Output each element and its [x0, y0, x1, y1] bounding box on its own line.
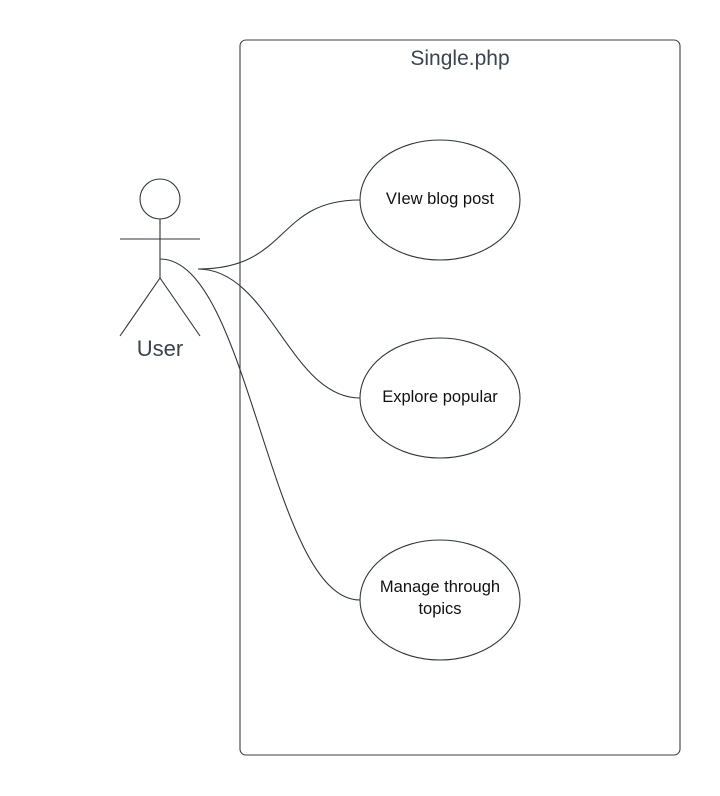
use-case-ellipse [359, 337, 521, 459]
association-view [197, 199, 361, 270]
use-case-manage-through-topics: Manage through topics [359, 539, 521, 661]
use-case-label-line-2: topics [418, 600, 461, 618]
system-title: Single.php [410, 47, 509, 70]
use-case-view-blog-post: VIew blog post [359, 139, 521, 261]
use-case-ellipse [359, 539, 521, 661]
actor-label: User [137, 336, 183, 361]
actor-right-leg [159, 277, 201, 337]
actor-head [139, 178, 181, 220]
association-explore [197, 268, 361, 399]
use-case-explore-popular: Explore popular [359, 337, 521, 459]
association-manage [159, 258, 361, 601]
use-case-label: VIew blog post [386, 190, 495, 208]
actor-user: User [119, 178, 201, 361]
actor-left-leg [119, 277, 161, 337]
use-case-ellipse [359, 139, 521, 261]
use-case-label: Explore popular [382, 388, 498, 406]
use-case-label-line-1: Manage through [380, 578, 500, 596]
